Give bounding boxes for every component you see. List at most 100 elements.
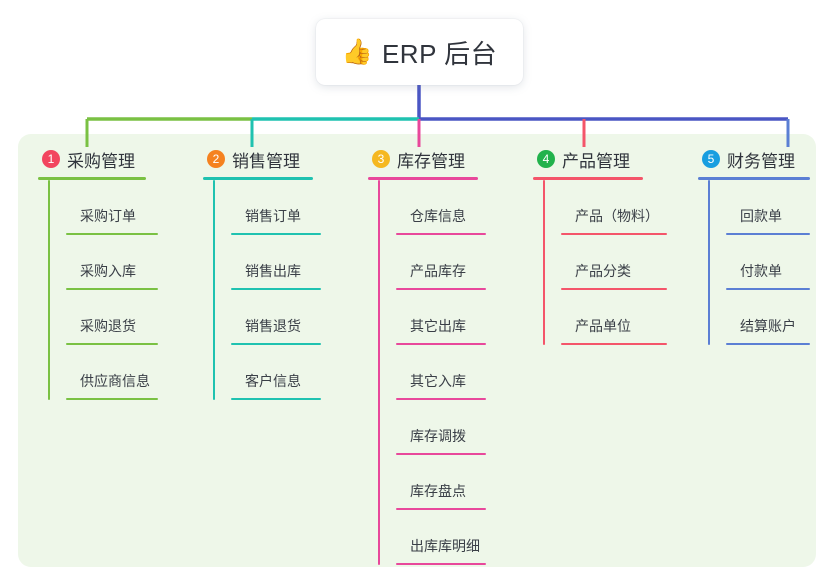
column-header-1[interactable]: 1 采购管理 (38, 146, 146, 172)
list-item[interactable]: 产品分类 (561, 235, 667, 290)
column-number-badge: 3 (372, 150, 390, 168)
column-spine (708, 180, 710, 345)
list-item[interactable]: 采购退货 (66, 290, 158, 345)
column-number-badge: 4 (537, 150, 555, 168)
column-header-rule (698, 177, 810, 180)
list-item-rule (396, 453, 486, 455)
column-header-rule (368, 177, 478, 180)
list-item[interactable]: 其它出库 (396, 290, 486, 345)
list-item-rule (231, 398, 321, 400)
list-item-rule (231, 233, 321, 235)
list-item[interactable]: 产品单位 (561, 290, 667, 345)
list-item-label: 采购入库 (80, 263, 136, 279)
list-item-label: 产品库存 (410, 263, 466, 279)
thumbs-up-icon: 👍 (341, 37, 373, 66)
list-item-label: 采购退货 (80, 318, 136, 334)
list-item[interactable]: 销售退货 (231, 290, 321, 345)
list-item-label: 回款单 (740, 208, 782, 224)
list-item-rule (231, 288, 321, 290)
list-item-label: 采购订单 (80, 208, 136, 224)
column-3: 3 库存管理仓库信息产品库存其它出库其它入库库存调拨库存盘点出库库明细 (368, 146, 486, 565)
list-item-label: 出库库明细 (410, 538, 480, 554)
list-item-rule (726, 343, 810, 345)
list-item[interactable]: 客户信息 (231, 345, 321, 400)
column-title-label: 库存管理 (397, 151, 465, 171)
list-item[interactable]: 出库库明细 (396, 510, 486, 565)
list-item-rule (396, 233, 486, 235)
column-items-list: 回款单付款单结算账户 (708, 180, 810, 345)
list-item-label: 库存调拨 (410, 428, 466, 444)
diagram-canvas-panel (18, 134, 816, 567)
column-items-list: 采购订单采购入库采购退货供应商信息 (48, 180, 158, 400)
list-item[interactable]: 销售出库 (231, 235, 321, 290)
list-item-rule (66, 233, 158, 235)
column-items-list: 销售订单销售出库销售退货客户信息 (213, 180, 321, 400)
column-header-3[interactable]: 3 库存管理 (368, 146, 478, 172)
column-4: 4 产品管理产品（物料） 产品分类产品单位 (533, 146, 667, 345)
list-item-rule (231, 343, 321, 345)
list-item-label: 销售出库 (245, 263, 301, 279)
list-item-label: 销售退货 (245, 318, 301, 334)
list-item[interactable]: 结算账户 (726, 290, 810, 345)
column-number-badge: 5 (702, 150, 720, 168)
root-title-card[interactable]: 👍 ERP 后台 (316, 19, 523, 85)
column-number-badge: 1 (42, 150, 60, 168)
column-title-label: 产品管理 (562, 151, 630, 171)
list-item[interactable]: 付款单 (726, 235, 810, 290)
list-item[interactable]: 其它入库 (396, 345, 486, 400)
column-header-rule (203, 177, 313, 180)
list-item-rule (66, 288, 158, 290)
column-header-5[interactable]: 5 财务管理 (698, 146, 810, 172)
list-item[interactable]: 回款单 (726, 180, 810, 235)
list-item[interactable]: 产品（物料） (561, 180, 667, 235)
list-item[interactable]: 库存盘点 (396, 455, 486, 510)
column-5: 5 财务管理回款单付款单结算账户 (698, 146, 810, 345)
list-item-label: 供应商信息 (80, 373, 150, 389)
list-item-label: 库存盘点 (410, 483, 466, 499)
column-2: 2 销售管理销售订单销售出库销售退货客户信息 (203, 146, 321, 400)
list-item-label: 产品（物料） (575, 208, 659, 224)
column-items-list: 产品（物料） 产品分类产品单位 (543, 180, 667, 345)
column-header-rule (38, 177, 146, 180)
list-item-label: 销售订单 (245, 208, 301, 224)
column-spine (378, 180, 380, 565)
column-title-label: 财务管理 (727, 151, 795, 171)
column-header-4[interactable]: 4 产品管理 (533, 146, 643, 172)
list-item-rule (561, 343, 667, 345)
list-item-rule (66, 343, 158, 345)
list-item-label: 结算账户 (740, 318, 796, 334)
list-item[interactable]: 销售订单 (231, 180, 321, 235)
column-header-2[interactable]: 2 销售管理 (203, 146, 313, 172)
list-item-rule (396, 508, 486, 510)
column-title-label: 销售管理 (232, 151, 300, 171)
column-spine (213, 180, 215, 400)
column-spine (543, 180, 545, 345)
list-item-label: 其它入库 (410, 373, 466, 389)
list-item-label: 产品单位 (575, 318, 631, 334)
list-item-rule (561, 233, 667, 235)
column-1: 1 采购管理采购订单采购入库采购退货供应商信息 (38, 146, 158, 400)
list-item-label: 付款单 (740, 263, 782, 279)
list-item-rule (726, 288, 810, 290)
list-item-rule (726, 233, 810, 235)
list-item[interactable]: 库存调拨 (396, 400, 486, 455)
list-item[interactable]: 采购入库 (66, 235, 158, 290)
list-item-rule (561, 288, 667, 290)
list-item-label: 仓库信息 (410, 208, 466, 224)
list-item-rule (66, 398, 158, 400)
column-spine (48, 180, 50, 400)
list-item[interactable]: 供应商信息 (66, 345, 158, 400)
list-item[interactable]: 采购订单 (66, 180, 158, 235)
list-item-rule (396, 343, 486, 345)
list-item[interactable]: 产品库存 (396, 235, 486, 290)
column-items-list: 仓库信息产品库存其它出库其它入库库存调拨库存盘点出库库明细 (378, 180, 486, 565)
column-title-label: 采购管理 (67, 151, 135, 171)
list-item-label: 其它出库 (410, 318, 466, 334)
column-header-rule (533, 177, 643, 180)
column-number-badge: 2 (207, 150, 225, 168)
list-item-rule (396, 398, 486, 400)
list-item[interactable]: 仓库信息 (396, 180, 486, 235)
list-item-label: 客户信息 (245, 373, 301, 389)
list-item-rule (396, 288, 486, 290)
